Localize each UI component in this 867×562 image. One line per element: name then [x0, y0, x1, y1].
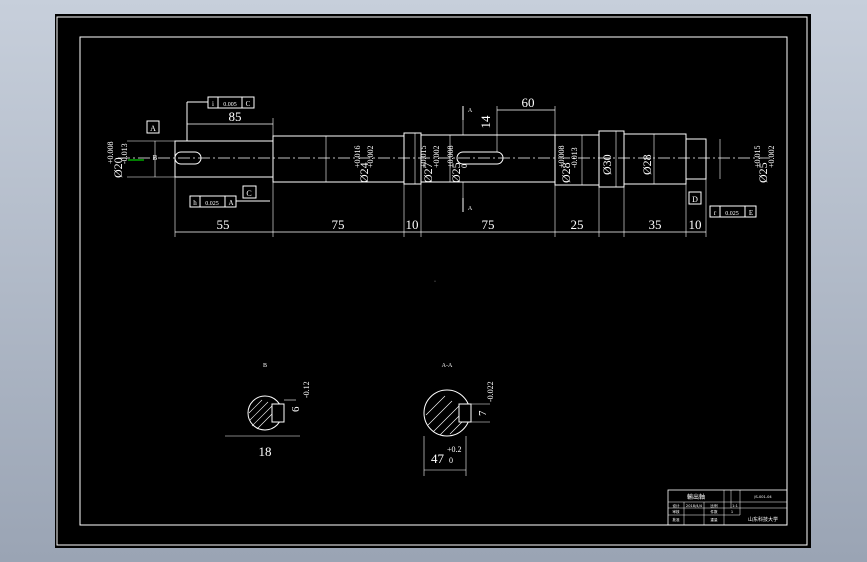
- svg-text:6: 6: [290, 406, 302, 412]
- dim-85: 85: [229, 109, 242, 124]
- dim-75a: 75: [332, 217, 345, 232]
- section-view-b: B 18 6 -0.12: [225, 363, 311, 459]
- svg-text:Ø25: Ø25: [449, 162, 463, 183]
- svg-text:+0.002: +0.002: [432, 145, 441, 168]
- keyway-middle: [456, 151, 504, 165]
- svg-text:比例: 比例: [710, 503, 718, 508]
- diameter-d25a: Ø25 +0.008 0: [446, 145, 469, 183]
- section-arrow-label-top: A: [468, 108, 473, 114]
- title-doc-no: JS-001-04: [753, 495, 772, 499]
- svg-text:+0.008: +0.008: [106, 141, 115, 164]
- svg-text:h: h: [193, 199, 197, 207]
- datum-a-label: A: [150, 124, 156, 133]
- dim-25: 25: [571, 217, 584, 232]
- section-arrow-label-bottom: A: [468, 206, 473, 212]
- tolerance-frame-1: i 0.005 C: [186, 96, 255, 141]
- diameter-d25b: Ø25 +0.015 +0.002: [753, 145, 776, 183]
- svg-text:Ø28: Ø28: [559, 162, 573, 183]
- datum-d-box: [688, 191, 702, 205]
- svg-text:0: 0: [460, 164, 469, 168]
- svg-text:E: E: [749, 209, 753, 217]
- section-view-aa: A-A 47 +0.2 0 7 -0.022: [423, 363, 495, 476]
- svg-text:-0.022: -0.022: [486, 381, 495, 402]
- dim-75b: 75: [482, 217, 495, 232]
- svg-text:+0.002: +0.002: [767, 145, 776, 168]
- dim-10a: 10: [406, 217, 419, 232]
- svg-text:B: B: [263, 363, 267, 369]
- stray-mark: ·: [434, 279, 436, 285]
- tolerance-frame-2: h 0.025 A: [189, 195, 270, 208]
- svg-text:批准: 批准: [672, 517, 680, 522]
- svg-text:1:1: 1:1: [732, 504, 738, 508]
- svg-text:0.025: 0.025: [725, 211, 739, 217]
- title-part-name: 輸出軸: [687, 493, 705, 501]
- svg-text:C: C: [246, 100, 251, 108]
- diameter-d20: Ø20 +0.008 -0.013: [106, 141, 129, 178]
- svg-text:r: r: [714, 209, 717, 217]
- shaft-main-view: A B C D i 0.005 C h 0.025 A: [106, 95, 776, 237]
- svg-text:-0.013: -0.013: [120, 143, 129, 164]
- svg-text:+0.015: +0.015: [753, 145, 762, 168]
- drawing-sheet: [55, 14, 811, 548]
- svg-text:-0.12: -0.12: [302, 381, 311, 398]
- svg-text:Ø25: Ø25: [756, 162, 770, 183]
- svg-text:+0.015: +0.015: [419, 145, 428, 168]
- dim-10b: 10: [689, 217, 702, 232]
- dim-60: 60: [522, 95, 535, 110]
- svg-text:i: i: [212, 100, 214, 108]
- svg-text:+0.002: +0.002: [366, 145, 375, 168]
- svg-text:7: 7: [477, 410, 489, 416]
- svg-text:+0.008: +0.008: [557, 145, 566, 168]
- svg-text:A-A: A-A: [442, 363, 453, 369]
- svg-text:47: 47: [431, 451, 445, 466]
- shaft-seg-d25b: [685, 138, 707, 180]
- svg-text:2018/4/4: 2018/4/4: [686, 504, 703, 508]
- svg-text:A: A: [228, 199, 233, 207]
- tolerance-frame-3: r 0.025 E: [709, 205, 757, 218]
- title-block: 輸出軸 设计 2018/4/4 比例 1:1 审核 件数 1 批准 重量 JS-…: [667, 489, 788, 526]
- dim-55: 55: [217, 217, 230, 232]
- diameter-d27: Ø27 +0.015 +0.002: [419, 145, 441, 183]
- datum-c-label: C: [246, 189, 251, 198]
- datum-b-label-inline: B: [153, 154, 158, 162]
- svg-text:18: 18: [259, 444, 272, 459]
- svg-text:0.005: 0.005: [223, 102, 237, 108]
- svg-text:+0.008: +0.008: [446, 145, 455, 168]
- diameter-d28a: Ø28 +0.008 -0.013: [557, 145, 579, 183]
- svg-text:件数: 件数: [710, 509, 718, 514]
- svg-text:Ø20: Ø20: [111, 157, 125, 178]
- svg-text:1: 1: [731, 510, 733, 514]
- diameter-d28b: Ø28: [640, 154, 654, 175]
- diameter-d30: Ø30: [600, 154, 614, 175]
- sheet-outer-border: [56, 16, 808, 546]
- svg-text:审核: 审核: [672, 509, 680, 514]
- svg-text:重量: 重量: [710, 517, 718, 522]
- datum-c-box: [242, 185, 257, 199]
- datum-a-box: [146, 120, 160, 134]
- svg-text:+0.016: +0.016: [353, 145, 362, 168]
- sheet-inner-frame: [79, 36, 788, 526]
- title-school: 山东科技大学: [748, 516, 778, 523]
- svg-text:0.025: 0.025: [205, 201, 219, 207]
- diameter-d24: Ø24 +0.016 +0.002: [353, 145, 375, 183]
- svg-text:设计: 设计: [672, 503, 680, 508]
- datum-d-label: D: [692, 195, 698, 204]
- svg-text:-0.013: -0.013: [570, 147, 579, 168]
- svg-text:0: 0: [449, 456, 453, 465]
- svg-text:Ø27: Ø27: [421, 162, 435, 183]
- dim-14: 14: [478, 115, 493, 129]
- keyway-left: [174, 151, 202, 165]
- dim-35: 35: [649, 217, 662, 232]
- svg-text:Ø24: Ø24: [357, 162, 371, 183]
- svg-text:+0.2: +0.2: [447, 445, 462, 454]
